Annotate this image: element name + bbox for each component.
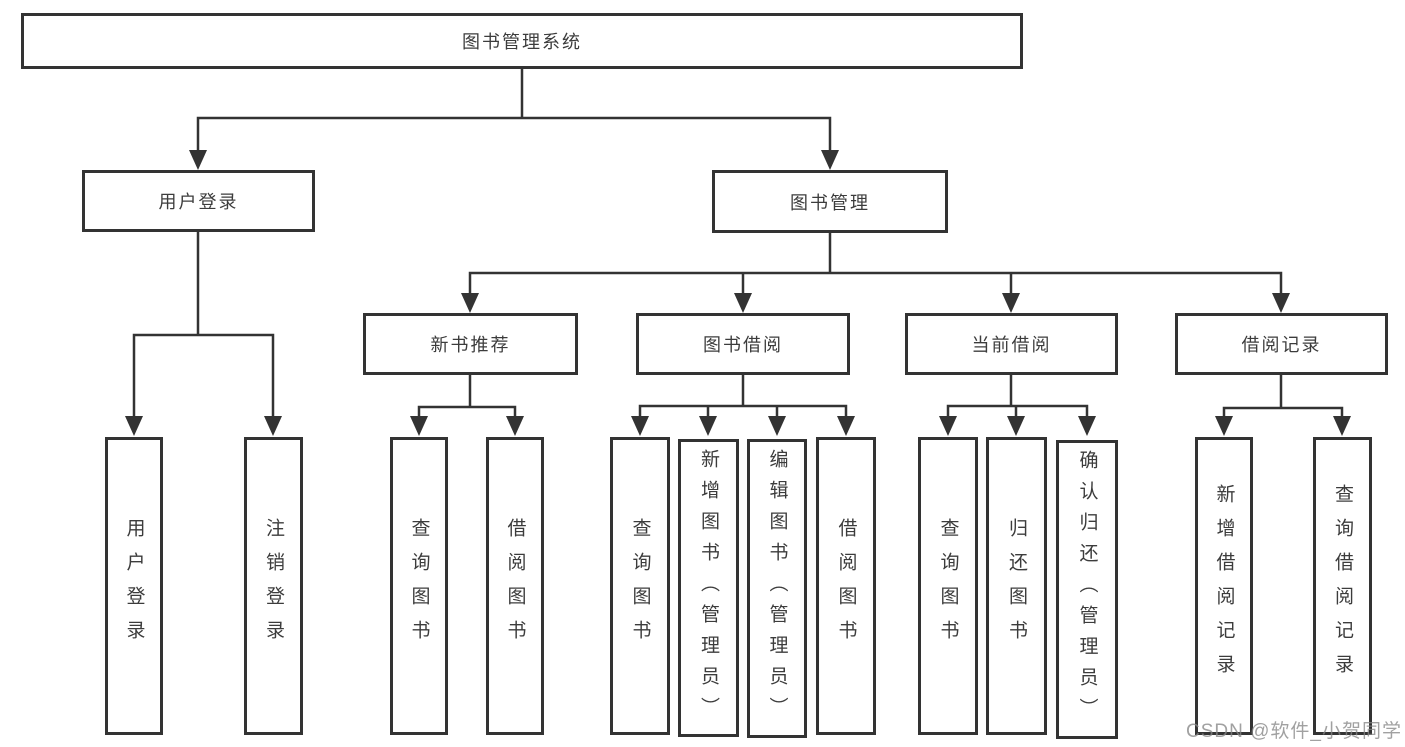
node-label: 图书管理系统	[462, 32, 582, 52]
node-book-borrowing: 图书借阅	[636, 313, 850, 375]
node-user-login: 用户登录	[82, 170, 315, 232]
node-library-management-system: 图书管理系统	[21, 13, 1023, 69]
connector-line	[468, 271, 1283, 293]
leaf-return-books: 归还图书	[986, 437, 1047, 735]
node-label: 新增图书（管理员）	[698, 448, 719, 728]
node-label: 查询图书	[937, 518, 959, 654]
arrowhead	[410, 416, 428, 436]
connector-userlogin-to-leaves	[125, 232, 282, 436]
leaf-query-books-recommend: 查询图书	[390, 437, 448, 735]
arrowhead	[461, 293, 479, 313]
leaf-edit-books-admin: 编辑图书（管理员）	[747, 439, 807, 738]
node-label: 确认归还（管理员）	[1076, 450, 1098, 729]
node-new-book-recommend: 新书推荐	[363, 313, 578, 375]
node-current-borrowing: 当前借阅	[905, 313, 1118, 375]
connector-bookmgmt-to-level3	[461, 233, 1290, 313]
node-label: 查询图书	[629, 518, 651, 654]
arrowhead	[837, 416, 855, 436]
connector-line	[741, 273, 1013, 293]
arrowhead	[1215, 416, 1233, 436]
connector-bookborrow-to-leaves	[631, 375, 855, 436]
arrowhead	[1272, 293, 1290, 313]
leaf-borrow-books-borrowing: 借阅图书	[816, 437, 876, 735]
arrowhead	[699, 416, 717, 436]
node-label: 查询借阅记录	[1332, 484, 1353, 688]
leaf-add-borrow-record: 新增借阅记录	[1195, 437, 1253, 735]
connector-line	[638, 404, 848, 416]
node-label: 查询图书	[408, 518, 430, 654]
connector-newbookrec-to-leaves	[410, 375, 524, 436]
arrowhead	[821, 150, 839, 170]
node-book-management: 图书管理	[712, 170, 948, 233]
arrowhead	[1002, 293, 1020, 313]
node-label: 借阅图书	[835, 518, 857, 654]
arrowhead	[125, 416, 143, 436]
csdn-watermark: CSDN @软件_小贺同学	[1186, 721, 1402, 742]
connector-line	[946, 404, 1089, 416]
connector-line	[1222, 406, 1344, 416]
node-label: 图书管理	[790, 192, 870, 213]
connector-line	[196, 116, 832, 150]
leaf-confirm-return-admin: 确认归还（管理员）	[1056, 440, 1118, 739]
node-label: 新书推荐	[430, 335, 511, 355]
node-label: 借阅记录	[1241, 335, 1322, 355]
arrowhead	[1333, 416, 1351, 436]
connector-line	[132, 333, 275, 416]
node-label: 用户登录	[123, 518, 145, 654]
connector-line	[417, 405, 517, 416]
leaf-query-borrow-record: 查询借阅记录	[1313, 437, 1372, 735]
arrowhead	[506, 416, 524, 436]
node-label: 借阅图书	[504, 518, 526, 654]
arrowhead	[939, 416, 957, 436]
node-label: 归还图书	[1006, 518, 1027, 654]
leaf-query-books-borrowing: 查询图书	[610, 437, 670, 735]
arrowhead	[189, 150, 207, 170]
leaf-add-books-admin: 新增图书（管理员）	[678, 439, 739, 737]
arrowhead	[734, 293, 752, 313]
connector-borrowrecords-to-leaves	[1215, 375, 1351, 436]
connector-root-to-level2	[189, 69, 839, 170]
leaf-borrow-books-recommend: 借阅图书	[486, 437, 544, 735]
leaf-user-login: 用户登录	[105, 437, 163, 735]
node-label: 新增借阅记录	[1213, 484, 1235, 688]
connector-line	[706, 406, 779, 416]
leaf-logout: 注销登录	[244, 437, 303, 735]
node-borrowing-records: 借阅记录	[1175, 313, 1388, 375]
node-label: 当前借阅	[971, 335, 1052, 355]
node-label: 注销登录	[263, 518, 284, 654]
arrowhead	[768, 416, 786, 436]
arrowhead	[1078, 416, 1096, 436]
arrowhead	[1007, 416, 1025, 436]
node-label: 图书借阅	[703, 335, 783, 355]
connector-currentborrow-to-leaves	[939, 375, 1096, 436]
node-label: 编辑图书（管理员）	[766, 449, 788, 728]
arrowhead	[264, 416, 282, 436]
leaf-query-books-current: 查询图书	[918, 437, 978, 735]
node-label: 用户登录	[158, 192, 239, 212]
arrowhead	[631, 416, 649, 436]
